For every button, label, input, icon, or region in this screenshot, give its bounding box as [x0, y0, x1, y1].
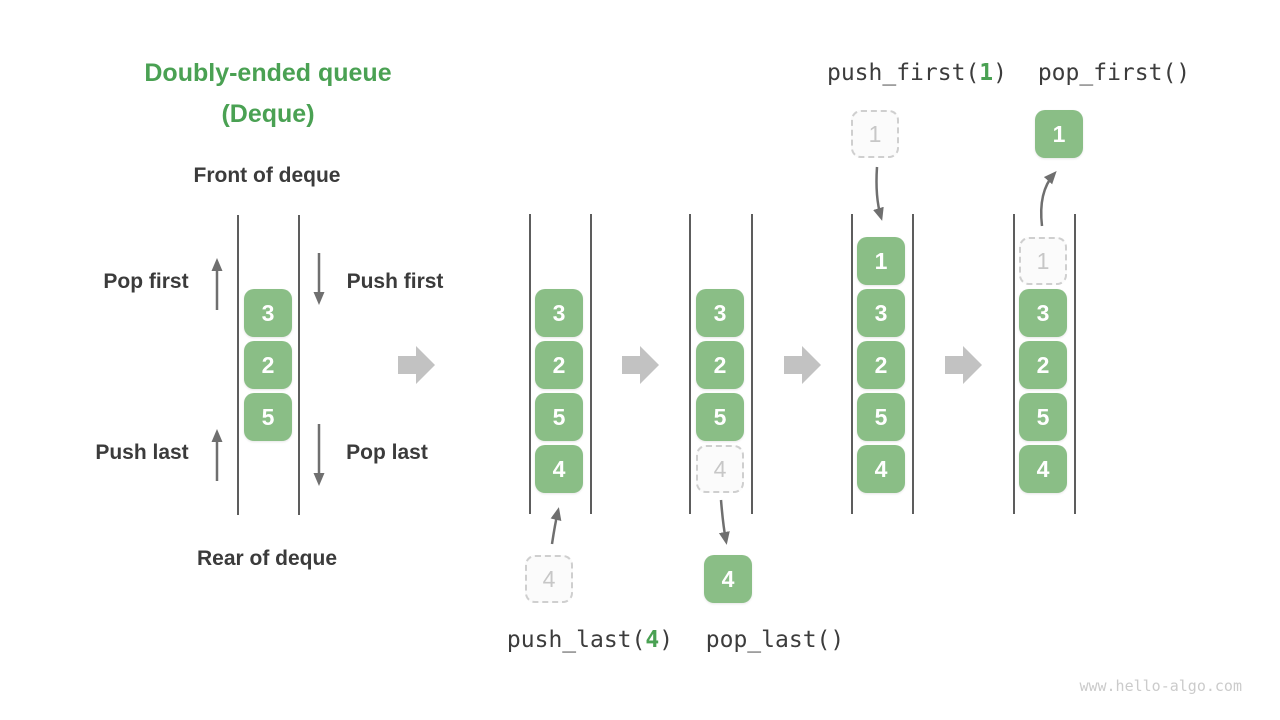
deque-cell: 5 [535, 393, 583, 441]
deque-wall [590, 214, 592, 514]
pop-last-remove-arrow-icon [718, 499, 730, 545]
op-pop-last-label: pop_last() [705, 627, 845, 653]
diagram-title-line2: (Deque) [221, 100, 315, 128]
deque-cell: 3 [1019, 289, 1067, 337]
ghost-cell: 1 [1019, 237, 1067, 285]
push-first-insert-arrow-icon [873, 166, 884, 221]
incoming-cell-4: 4 [525, 555, 573, 603]
deque-cell: 2 [535, 341, 583, 389]
deque-wall [912, 214, 914, 514]
transition-arrow-icon [945, 346, 982, 384]
op-text: push_last( [506, 627, 646, 653]
deque-cell: 4 [1019, 445, 1067, 493]
pop-last-label: Pop last [346, 441, 428, 464]
pop-first-remove-arrow-icon [1040, 171, 1057, 227]
deque-wall [1013, 214, 1015, 514]
deque-wall [529, 214, 531, 514]
deque-wall [1074, 214, 1076, 514]
op-text: ) [659, 627, 674, 653]
deque-wall [237, 215, 239, 515]
deque-cell: 3 [857, 289, 905, 337]
push-first-label: Push first [346, 270, 444, 293]
pop-first-label: Pop first [103, 270, 189, 293]
deque-cell: 1 [857, 237, 905, 285]
ghost-cell: 4 [696, 445, 744, 493]
deque-cell: 5 [857, 393, 905, 441]
deque-cell: 5 [696, 393, 744, 441]
op-arg: 4 [645, 627, 660, 653]
op-arg: 1 [979, 60, 994, 86]
outgoing-cell-1: 1 [1035, 110, 1083, 158]
deque-cell: 2 [1019, 341, 1067, 389]
outgoing-cell-4: 4 [704, 555, 752, 603]
deque-wall [298, 215, 300, 515]
rear-of-deque-label: Rear of deque [196, 547, 338, 570]
push-last-insert-arrow-icon [550, 507, 562, 545]
deque-cell: 2 [696, 341, 744, 389]
watermark: www.hello-algo.com [1079, 677, 1242, 695]
op-pop-first-label: pop_first() [1037, 60, 1191, 86]
push-last-label: Push last [95, 441, 189, 464]
deque-cell: 3 [696, 289, 744, 337]
incoming-cell-1: 1 [851, 110, 899, 158]
op-text: ) [993, 60, 1008, 86]
deque-cell: 3 [244, 289, 292, 337]
op-text: push_first( [826, 60, 980, 86]
deque-cell: 4 [857, 445, 905, 493]
deque-cell: 3 [535, 289, 583, 337]
deque-wall [851, 214, 853, 514]
deque-cell: 2 [857, 341, 905, 389]
deque-cell: 5 [1019, 393, 1067, 441]
deque-cell: 2 [244, 341, 292, 389]
deque-cell: 5 [244, 393, 292, 441]
diagram-title-line1: Doubly-ended queue [144, 59, 392, 87]
deque-wall [751, 214, 753, 514]
transition-arrow-icon [622, 346, 659, 384]
deque-wall [689, 214, 691, 514]
op-push-first-label: push_first(1) [827, 60, 1007, 86]
transition-arrow-icon [398, 346, 435, 384]
front-of-deque-label: Front of deque [193, 164, 341, 187]
deque-cell: 4 [535, 445, 583, 493]
transition-arrow-icon [784, 346, 821, 384]
op-push-last-label: push_last(4) [507, 627, 673, 653]
